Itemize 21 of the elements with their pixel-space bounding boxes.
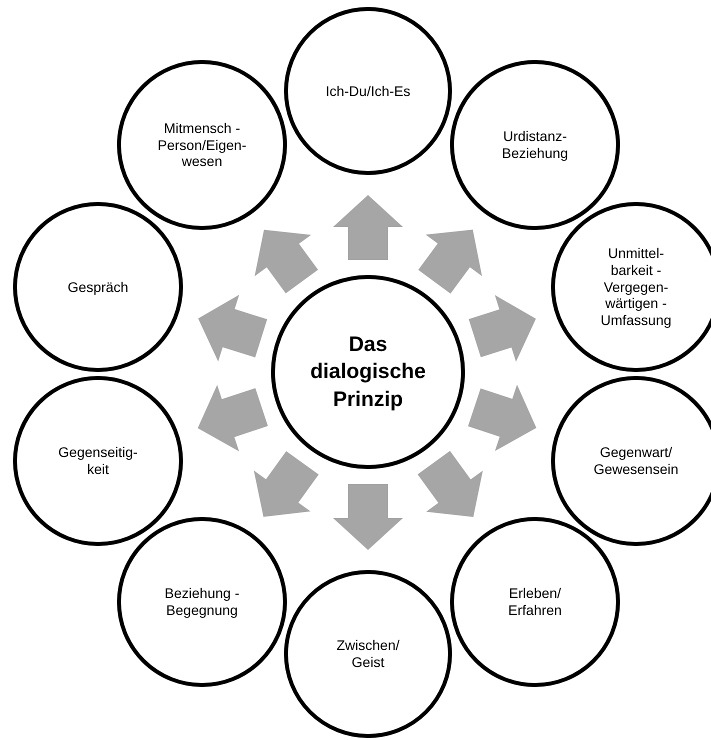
block-arrow [468,384,536,452]
block-arrow [333,195,403,260]
block-arrow [468,295,536,362]
concept-label: Gegenwart/ Gewesensein [592,444,680,478]
concept-label: Ich-Du/Ich-Es [326,82,410,100]
block-arrow [333,484,403,550]
block-arrow [254,451,319,517]
center-title: Das dialogische Prinzip [309,332,427,413]
concept-label: Mitmensch - Person/Eigen- wesen [156,120,248,170]
concept-label: Beziehung - Begegnung [164,585,240,619]
block-arrow [254,230,318,294]
concept-label: Erleben/ Erfahren [507,585,563,619]
concept-label: Zwischen/ Geist [335,637,401,671]
block-arrow [198,384,268,452]
block-arrow [418,230,482,294]
block-arrow [198,294,268,362]
concept-label: Gespräch [68,278,128,296]
block-arrow [418,450,483,518]
concept-label: Unmittel- barkeit - Vergegen- wärtigen - Umfassung [600,245,672,329]
concept-label: Gegenseitig- keit [57,444,139,478]
concept-label: Urdistanz- Beziehung [500,128,570,162]
